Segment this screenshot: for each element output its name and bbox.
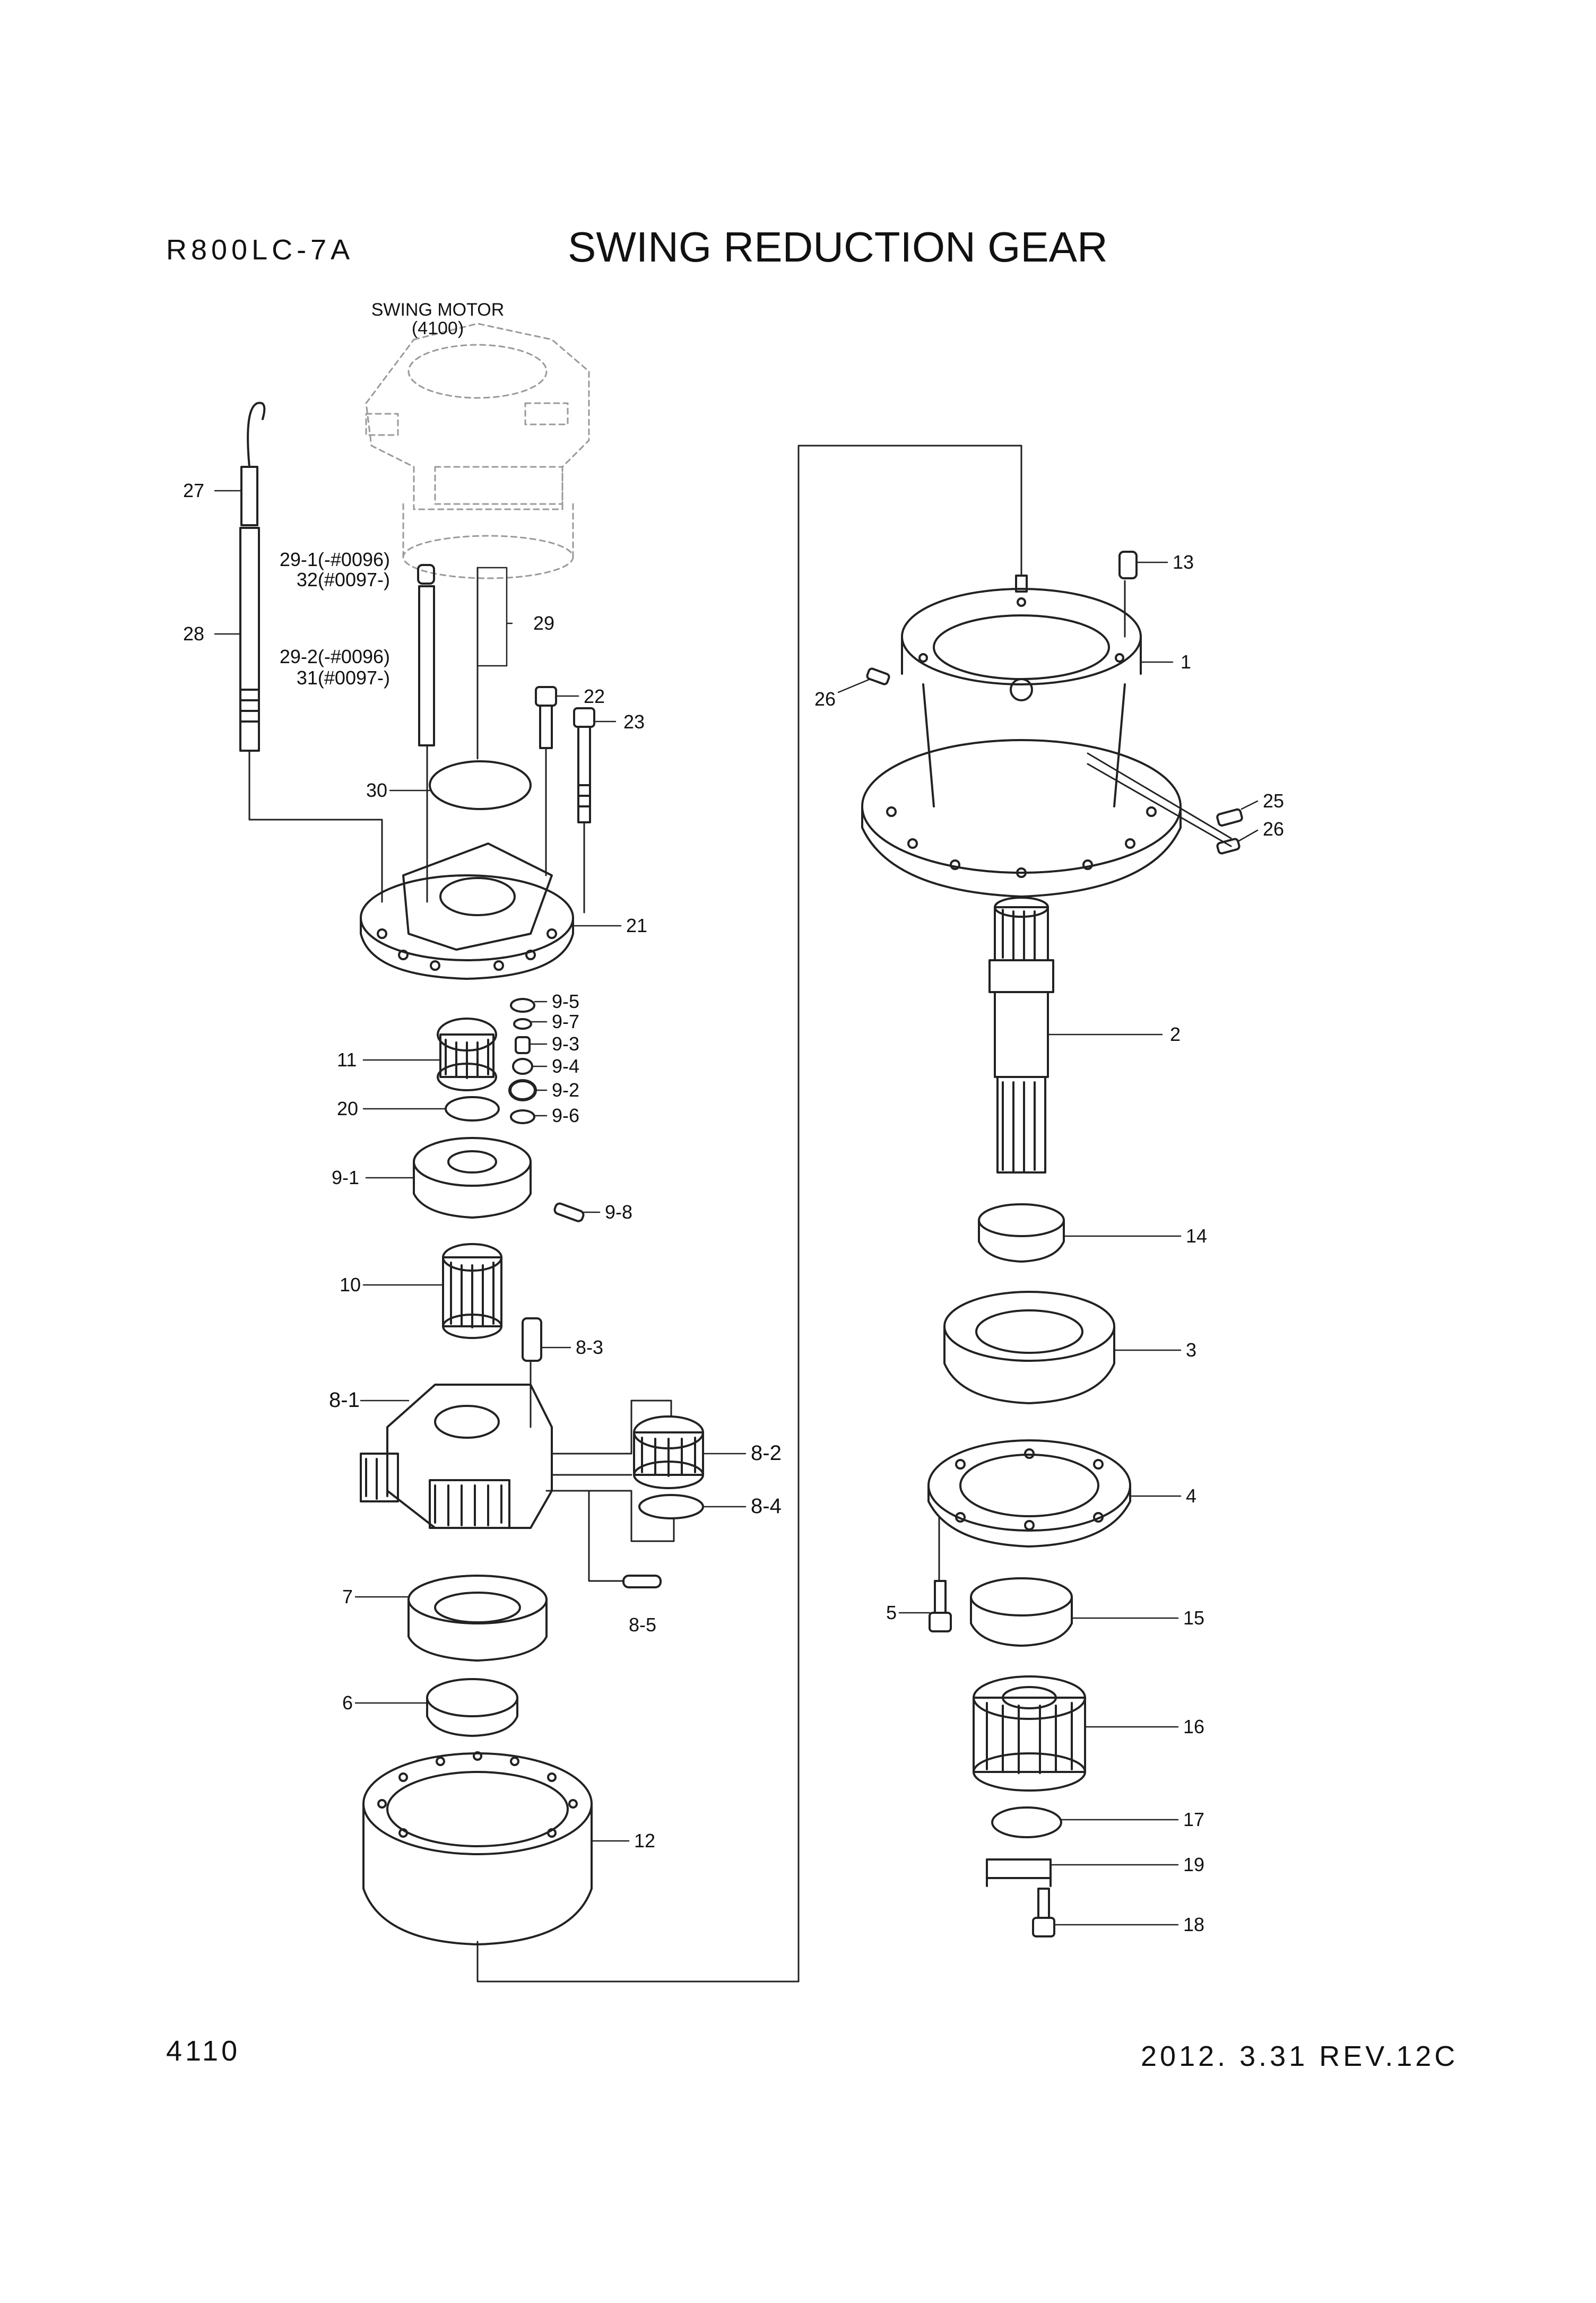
part-20-washer [445,1096,500,1122]
part-9-2-bearing [508,1079,537,1101]
part-29-pipe [417,564,435,746]
part-9-6-washer [510,1109,535,1124]
callout-20: 20 [337,1098,358,1119]
part-19-lock-plate [986,1858,1052,1887]
part-1-housing [861,575,1182,898]
callout-14: 14 [1186,1225,1207,1247]
part-12-ring-gear [362,1751,593,1945]
callout-22: 22 [584,685,605,707]
part-4-plate [927,1439,1131,1548]
part-8-4-washer [638,1494,704,1519]
callout-29-2: 29-2(-#0096) [280,646,390,667]
part-27-dipstick-handle [240,402,266,526]
callout-29: 29 [533,612,554,634]
callout-31: 31(#0097-) [297,667,390,689]
part-15-seal [970,1577,1073,1647]
part-7-bearing [407,1575,548,1662]
part-9-3-pin [515,1036,531,1054]
callout-12: 12 [634,1830,655,1852]
part-22-socket-bolt [535,686,557,749]
callout-2: 2 [1170,1023,1181,1045]
callout-19: 19 [1183,1854,1204,1875]
part-6-ring [426,1678,518,1737]
callout-26-right: 26 [1263,818,1284,840]
callout-6: 6 [342,1692,353,1714]
part-8-1-carrier [360,1384,553,1529]
callout-1: 1 [1181,651,1191,673]
callout-5: 5 [886,1602,897,1623]
page-number: 4110 [166,2035,241,2067]
part-17-cover [991,1806,1062,1838]
part-23-socket-bolt [573,707,595,823]
callout-9-6: 9-6 [552,1105,579,1126]
callout-16: 16 [1183,1716,1204,1737]
part-26-set-screw-2 [1216,838,1241,855]
callout-9-2: 9-2 [552,1079,579,1101]
part-11-gear [437,1018,497,1091]
part-10-sun-gear [442,1243,502,1339]
callout-17: 17 [1183,1809,1204,1830]
part-9-7-ring [513,1018,532,1030]
callout-23: 23 [623,711,645,733]
part-8-3-pin [522,1317,542,1362]
callout-11: 11 [337,1049,357,1071]
part-16-pinion [973,1675,1086,1792]
callout-leader-lines [214,490,1259,1926]
part-3-bearing [943,1291,1115,1404]
part-9-8-pin [553,1202,585,1222]
callout-8-5: 8-5 [629,1614,656,1636]
part-5-bolt [929,1580,952,1632]
assembly-guide-lines [248,445,1232,1983]
part-2-pinion-shaft [988,897,1054,1174]
callout-27: 27 [183,480,204,501]
swing-motor-ghost [365,323,590,579]
callout-4: 4 [1186,1485,1196,1507]
callout-9-8: 9-8 [605,1201,632,1223]
callout-8-1: 8-1 [329,1388,360,1412]
part-30-o-ring [429,760,532,810]
callout-21: 21 [626,915,647,936]
callout-18: 18 [1183,1914,1204,1935]
page-title: SWING REDUCTION GEAR [568,223,1108,271]
callout-8-3: 8-3 [576,1336,603,1358]
callout-13: 13 [1173,551,1194,573]
part-13-pin [1118,551,1138,579]
revision-date: 2012. 3.31 REV.12C [1141,2040,1459,2072]
callout-32: 32(#0097-) [297,569,390,590]
callout-9-5: 9-5 [552,990,579,1012]
callout-9-3: 9-3 [552,1033,579,1055]
swing-motor-ref: (4100) [412,318,464,338]
callout-15: 15 [1183,1607,1204,1629]
part-18-bolt [1032,1888,1055,1937]
callout-25: 25 [1263,790,1284,812]
callout-8-4: 8-4 [751,1494,782,1518]
part-14-collar [978,1203,1065,1263]
callout-26-left: 26 [814,688,836,710]
part-25-plug [1216,808,1243,827]
model-number: R800LC-7A [166,234,354,266]
callout-30: 30 [366,779,387,801]
callout-7: 7 [342,1586,353,1607]
callout-9-1: 9-1 [332,1167,359,1188]
part-9-4-spacer [512,1058,533,1075]
callout-9-7: 9-7 [552,1011,579,1032]
part-9-1-carrier [413,1137,532,1219]
part-26-set-screw [866,667,890,685]
part-8-5-pin [622,1575,662,1588]
callout-28: 28 [183,623,204,645]
part-8-2-planet-gear [633,1415,704,1489]
callout-10: 10 [340,1274,361,1296]
callout-8-2: 8-2 [751,1441,782,1465]
callout-3: 3 [1186,1339,1196,1361]
part-28-level-pipe [239,527,260,752]
callout-29-1: 29-1(-#0096) [280,549,390,570]
part-9-5-washer [510,998,535,1013]
swing-motor-label: SWING MOTOR [371,300,505,320]
part-21-cover [360,842,574,980]
callout-9-4: 9-4 [552,1055,579,1077]
